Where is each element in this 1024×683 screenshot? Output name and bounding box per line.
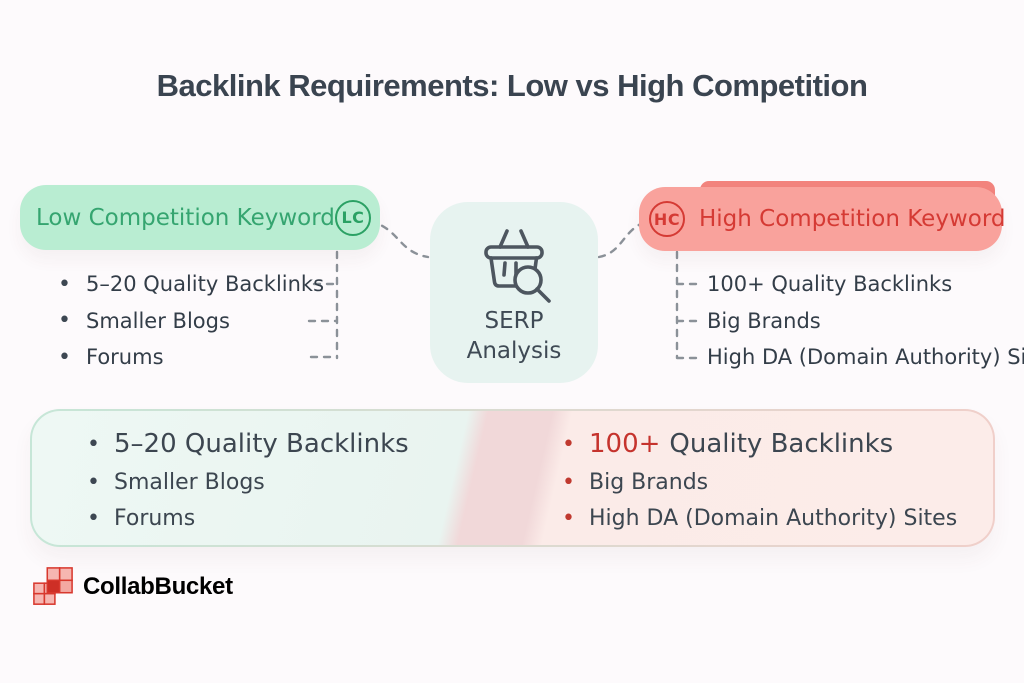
highlight-100plus: 100+: [588, 429, 661, 459]
basket-search-icon: [484, 229, 551, 303]
high-branch-lines: [675, 250, 702, 360]
high-requirements-list: 100+ Quality Backlinks Big Brands High D…: [707, 266, 1024, 376]
serp-analysis-label: SERP Analysis: [467, 306, 562, 366]
low-requirements-list: 5–20 Quality Backlinks Smaller Blogs For…: [58, 266, 324, 376]
list-item: Forums: [58, 339, 324, 376]
summary-item: High DA (Domain Authority) Sites: [562, 500, 957, 536]
summary-panel: 5–20 Quality Backlinks Smaller Blogs For…: [30, 409, 995, 547]
summary-item: 5–20 Quality Backlinks: [87, 424, 409, 464]
lc-badge: LC: [334, 199, 371, 236]
list-item: High DA (Domain Authority) Sites: [707, 345, 1024, 370]
list-item: Smaller Blogs: [58, 303, 324, 340]
summary-item: 100+ Quality Backlinks: [562, 424, 957, 464]
summary-panel-inner: 5–20 Quality Backlinks Smaller Blogs For…: [32, 411, 993, 545]
summary-item: Forums: [87, 500, 409, 536]
serp-line: SERP: [484, 308, 544, 334]
summary-low-list: 5–20 Quality Backlinks Smaller Blogs For…: [87, 424, 409, 536]
summary-high-list: 100+ Quality Backlinks Big Brands High D…: [562, 424, 957, 536]
collabbucket-logo-icon: [33, 567, 73, 605]
low-competition-label: Low Competition Keyword: [36, 204, 335, 231]
hc-badge: HC: [649, 201, 685, 237]
high-competition-label: High Competition Keyword: [699, 206, 1006, 232]
list-item: 5–20 Quality Backlinks: [58, 266, 324, 303]
brand-logo: CollabBucket: [32, 565, 233, 609]
page-title: Backlink Requirements: Low vs High Compe…: [156, 68, 868, 103]
list-item: Big Brands: [707, 308, 821, 333]
summary-item: Smaller Blogs: [87, 464, 409, 500]
high-competition-pill: HC High Competition Keyword: [639, 187, 1006, 251]
analysis-line: Analysis: [466, 338, 562, 364]
serp-analysis-node: SERP Analysis: [430, 202, 598, 383]
summary-item: Big Brands: [562, 464, 957, 500]
low-competition-pill: Low Competition Keyword LC: [20, 185, 380, 250]
list-item: 100+ Quality Backlinks: [707, 272, 953, 297]
brand-name: CollabBucket: [83, 573, 233, 600]
